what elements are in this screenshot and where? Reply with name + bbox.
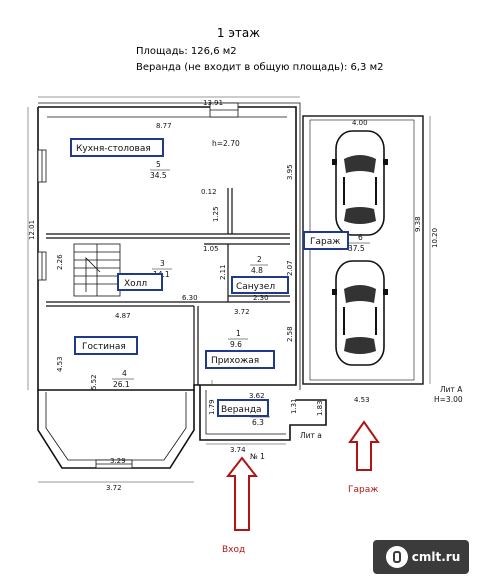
dim-362: 3.62 — [249, 392, 265, 400]
dim-kitchen-width: 8.77 — [156, 122, 172, 130]
garage-arrow-label: Гараж — [348, 485, 378, 495]
floor-title: 1 этаж — [216, 26, 261, 40]
height-a: Н=3.00 — [434, 395, 463, 404]
living-number: 4 — [122, 369, 127, 378]
dim-garage-outer: 10.20 — [431, 228, 439, 248]
dimension-labels: 13.91 8.77 12.01 3.95 0.12 1.25 2.26 1.0… — [28, 99, 439, 492]
car-1-icon — [332, 130, 388, 236]
watermark-text: cmlt.ru — [411, 550, 461, 564]
bathroom-label: Санузел — [236, 282, 275, 292]
windows — [37, 102, 239, 469]
porch-number: № 1 — [250, 452, 265, 461]
dimension-lines — [27, 96, 431, 483]
dim-211: 2.11 — [219, 264, 227, 280]
entry-label: Прихожая — [211, 356, 259, 366]
kitchen-label: Кухня-столовая — [76, 144, 151, 154]
site-watermark: cmlt.ru — [373, 540, 469, 574]
kitchen-number: 5 — [156, 160, 161, 169]
dim-374: 3.74 — [230, 446, 246, 454]
dim-329: 3.29 — [110, 457, 126, 465]
plan-notes: № 1 Лит а Лит А Н=3.00 — [250, 385, 463, 461]
entrance-arrow-icon — [225, 456, 259, 531]
stair-arrow — [85, 257, 101, 292]
entrance-label: Вход — [222, 545, 245, 555]
room-labels: Кухня-столовая Холл Санузел Гостиная При… — [70, 138, 349, 417]
entry-area: 9.6 — [230, 340, 242, 349]
bay-window-inner — [45, 392, 187, 461]
dim-487: 4.87 — [115, 312, 131, 320]
dim-183: 1.83 — [316, 400, 324, 416]
total-area-text: Площадь: 126,6 м2 — [136, 46, 237, 57]
garage-label: Гараж — [310, 237, 340, 247]
lit-a-small: Лит а — [300, 431, 322, 440]
lit-a: Лит А — [440, 385, 463, 394]
dim-131: 1.31 — [290, 398, 298, 414]
dim-453: 4.53 — [56, 356, 64, 372]
dim-179: 1.79 — [208, 399, 216, 415]
dim-top-total: 13.91 — [203, 99, 223, 107]
dim-garage-width: 4.00 — [352, 119, 368, 127]
veranda-area-text: Веранда (не входит в общую площадь): 6,3… — [136, 62, 384, 73]
kitchen-area: 34.5 — [150, 171, 167, 180]
dim-552: 5.52 — [90, 374, 98, 390]
wall-top-outer — [38, 102, 301, 390]
veranda-label: Веранда — [221, 405, 262, 415]
living-label: Гостиная — [82, 342, 126, 352]
dim-258: 2.58 — [286, 326, 294, 342]
watermark-logo-icon — [385, 546, 408, 568]
dim-012: 0.12 — [201, 188, 217, 196]
hall-number: 3 — [160, 259, 165, 268]
dim-125: 1.25 — [212, 206, 220, 222]
dim-230: 2.30 — [253, 294, 269, 302]
bathroom-area: 4.8 — [251, 266, 263, 275]
garage-number: 6 — [358, 233, 363, 242]
dim-kitchen-depth: 3.95 — [286, 164, 294, 180]
dim-372b: 3.72 — [106, 484, 122, 492]
ceiling-height: h=2.70 — [212, 139, 240, 148]
veranda-inner — [205, 390, 286, 435]
garage-arrow-icon — [348, 420, 380, 471]
dim-372a: 3.72 — [234, 308, 250, 316]
staircase — [73, 243, 121, 297]
veranda-wall — [199, 385, 327, 441]
bathroom-number: 2 — [257, 255, 262, 264]
dim-630: 6.30 — [182, 294, 198, 302]
dim-garage-bottom: 4.53 — [354, 396, 370, 404]
dim-207: 2.07 — [286, 260, 294, 276]
dim-226: 2.26 — [56, 254, 64, 270]
dim-105: 1.05 — [203, 245, 219, 253]
inner-walls — [46, 188, 290, 385]
veranda-area: 6.3 — [252, 418, 264, 427]
car-2-icon — [332, 260, 388, 366]
living-area: 26.1 — [113, 380, 130, 389]
dim-left-total: 12.01 — [28, 220, 36, 240]
entry-number: 1 — [236, 329, 241, 338]
dim-garage-depth: 9.38 — [414, 216, 422, 232]
garage-area: 37.5 — [348, 244, 365, 253]
hall-label: Холл — [124, 279, 147, 289]
